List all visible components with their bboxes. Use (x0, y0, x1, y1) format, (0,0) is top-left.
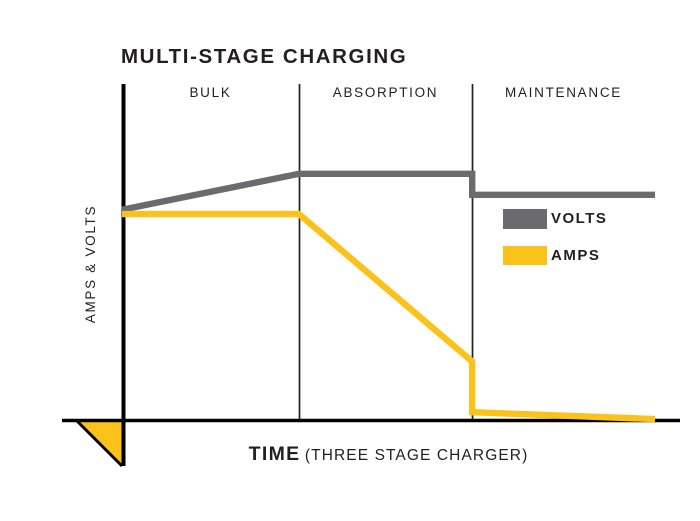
legend-label-volts: VOLTS (551, 210, 608, 227)
series-line-volts (121, 170, 655, 213)
origin-wedge-edge (74, 418, 124, 468)
volts-swatch-icon (503, 209, 547, 229)
stage-label-bulk: BULK (189, 85, 232, 100)
y-axis-label: AMPS & VOLTS (83, 204, 98, 324)
x-axis-label-sub: (THREE STAGE CHARGER) (304, 447, 529, 464)
stage-label-maintenance: MAINTENANCE (505, 85, 622, 100)
amps-swatch-icon (503, 246, 547, 265)
legend-label-amps: AMPS (551, 247, 601, 264)
page-title: MULTI-STAGE CHARGING (121, 45, 408, 68)
stage-label-absorption: ABSORPTION (332, 85, 439, 100)
series-line-amps (122, 210, 656, 423)
x-axis-label: TIME (THREE STAGE CHARGER) (122, 443, 655, 465)
x-axis-label-strong: TIME (248, 443, 301, 465)
